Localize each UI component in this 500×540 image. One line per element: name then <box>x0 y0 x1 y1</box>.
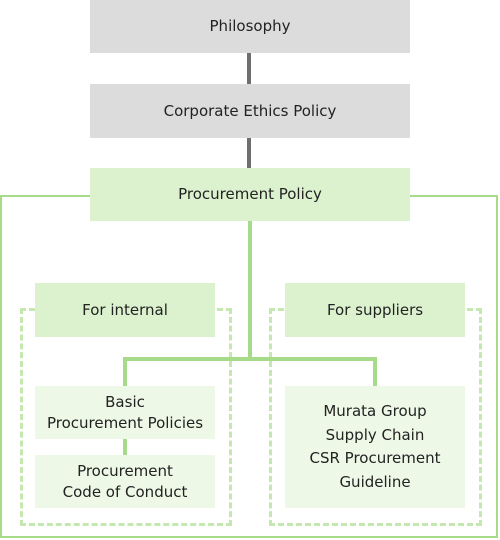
procurement-policy-label: Procurement Policy <box>178 185 322 203</box>
procurement-code-of-conduct-box: Procurement Code of Conduct <box>35 455 215 508</box>
connector-branch-internal <box>123 357 127 387</box>
basic-procurement-policies-box: Basic Procurement Policies <box>35 386 215 439</box>
connector-basic-code <box>123 438 127 456</box>
procurement-policy-box: Procurement Policy <box>90 168 410 221</box>
corporate-ethics-policy-label: Corporate Ethics Policy <box>163 101 337 120</box>
basic-procurement-policies-label: Basic Procurement Policies <box>46 392 204 432</box>
for-suppliers-label: For suppliers <box>326 300 424 319</box>
procurement-code-of-conduct-label: Procurement Code of Conduct <box>62 461 188 501</box>
connector-ethics-procurement <box>247 138 251 168</box>
for-internal-label: For internal <box>82 300 168 319</box>
connector-procurement-trunk <box>248 221 252 359</box>
csr-procurement-guideline-box: Murata Group Supply Chain CSR Procuremen… <box>285 386 465 508</box>
corporate-ethics-policy-box: Corporate Ethics Policy <box>90 84 410 138</box>
philosophy-label: Philosophy <box>209 17 291 35</box>
for-suppliers-box: For suppliers <box>285 283 465 337</box>
connector-philosophy-ethics <box>247 53 251 84</box>
csr-procurement-guideline-label: Murata Group Supply Chain CSR Procuremen… <box>309 402 441 491</box>
connector-horizontal-branch <box>123 357 377 361</box>
philosophy-box: Philosophy <box>90 0 410 53</box>
connector-branch-suppliers <box>373 357 377 387</box>
for-internal-box: For internal <box>35 283 215 337</box>
